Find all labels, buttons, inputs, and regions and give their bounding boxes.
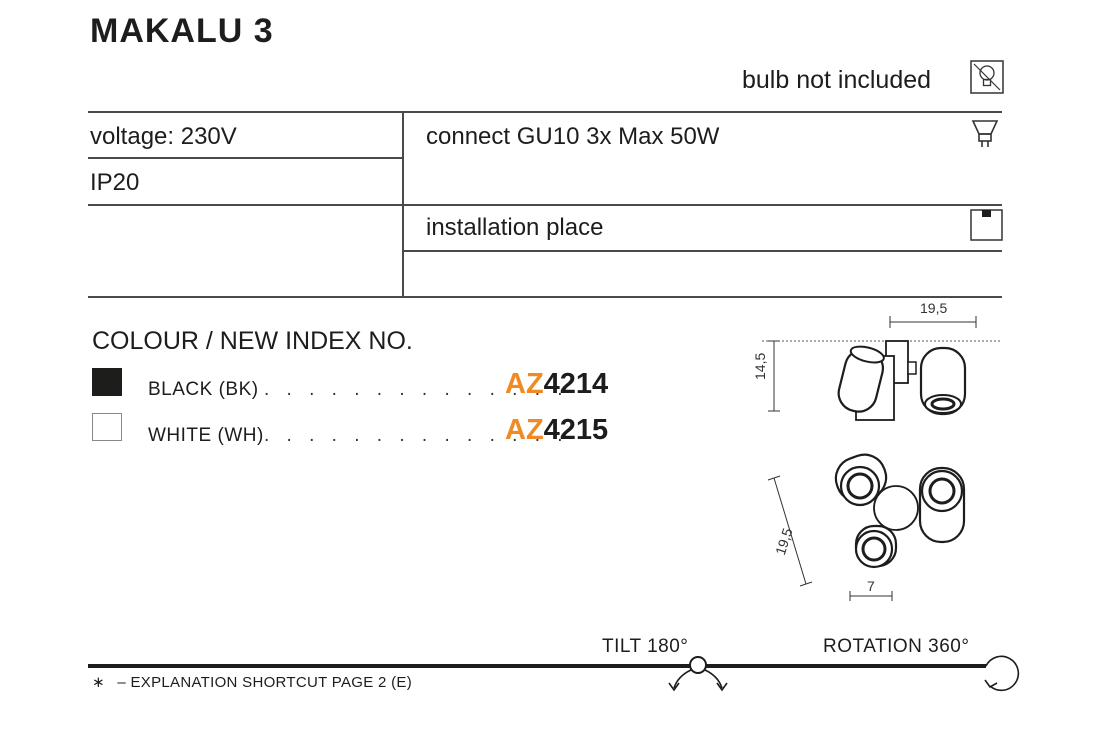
leader-dots: . . . . . . . . . . . . . . (264, 425, 569, 446)
spec-voltage: voltage: 230V (90, 123, 237, 150)
spec-table-top-border (88, 111, 1002, 113)
spec-installation: installation place (426, 214, 604, 241)
spec-table-bottom-border (88, 296, 1002, 298)
dimension-drawing (762, 316, 1002, 601)
spec-ip-rating: IP20 (90, 169, 140, 196)
rotation-icon (984, 655, 1020, 692)
spec-column-divider (402, 111, 404, 297)
index-prefix: AZ (505, 414, 544, 446)
index-prefix: AZ (505, 368, 544, 400)
footer-note-text: – EXPLANATION SHORTCUT PAGE 2 (E) (117, 674, 413, 691)
colour-name: WHITE (WH) (148, 425, 264, 446)
index-number: 4214 (543, 368, 609, 400)
spec-row-divider (88, 204, 1002, 206)
colour-name: BLACK (BK) (148, 379, 259, 400)
asterisk-icon: ∗ (92, 674, 105, 691)
rotation-label: ROTATION 360° (823, 636, 970, 657)
tilt-icon (668, 656, 728, 692)
spec-row-divider (403, 250, 1002, 252)
leader-dots: . . . . . . . . . . . . . . (264, 379, 569, 400)
spec-connect: connect GU10 3x Max 50W (426, 123, 720, 150)
dimension-bottom-width: 7 (867, 578, 875, 594)
dimension-top-width: 19,5 (920, 300, 948, 316)
colour-heading: COLOUR / NEW INDEX NO. (92, 327, 413, 355)
product-title: MAKALU 3 (90, 12, 274, 50)
footer-note: ∗ – EXPLANATION SHORTCUT PAGE 2 (E) (92, 673, 412, 691)
index-code-black: AZ4214 (505, 368, 608, 401)
colour-swatch-white (92, 413, 122, 441)
bulb-not-included-icon (970, 60, 1004, 94)
spec-row-divider (88, 157, 403, 159)
index-code-white: AZ4215 (505, 414, 608, 447)
tilt-label: TILT 180° (602, 636, 689, 657)
dimension-side-height: 14,5 (752, 352, 768, 380)
index-number: 4215 (543, 414, 609, 446)
gu10-bulb-icon (971, 120, 999, 147)
motion-rule (88, 664, 986, 668)
colour-swatch-black (92, 368, 122, 396)
ceiling-mount-icon (970, 209, 1003, 241)
bulb-note: bulb not included (742, 66, 932, 94)
